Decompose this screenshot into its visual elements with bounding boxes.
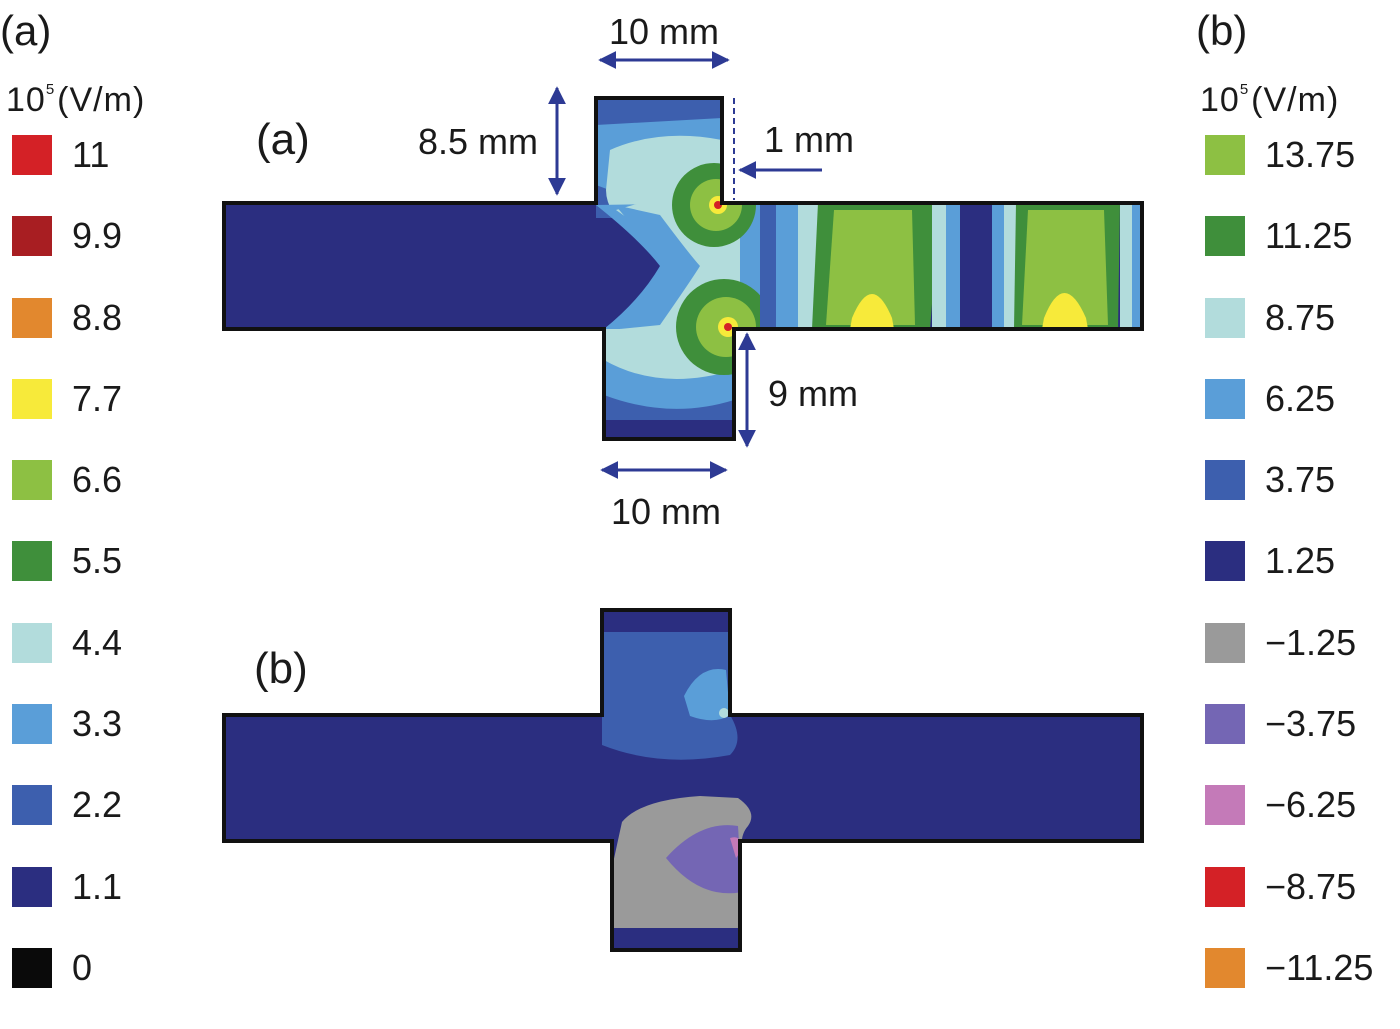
legend-swatch <box>12 297 52 338</box>
field-region <box>666 825 742 894</box>
left-panel-tag: (a) <box>0 7 52 54</box>
legend-swatch <box>1205 704 1245 745</box>
legend-label: 13.75 <box>1265 134 1356 175</box>
legend-swatch <box>12 541 52 582</box>
field-band <box>960 203 992 329</box>
legend-label: −1.25 <box>1265 621 1357 663</box>
field-region <box>604 420 734 439</box>
field-band <box>1120 203 1132 329</box>
legend-swatch <box>12 378 52 419</box>
legend-swatch <box>1205 866 1245 907</box>
diagram-a-tag: (a) <box>256 115 310 164</box>
legend-swatch <box>1205 541 1245 582</box>
field-region <box>602 632 738 760</box>
legend-label: 6.6 <box>72 459 123 501</box>
right-unit-exponent: 5 <box>1239 81 1250 98</box>
legend-label: 6.25 <box>1265 377 1336 419</box>
field-hotspot <box>724 323 732 331</box>
legend-swatch <box>1205 622 1245 663</box>
right-unit-base: 10 <box>1200 81 1240 119</box>
field-band <box>1132 203 1142 329</box>
diagram-a-outline <box>222 96 1144 441</box>
field-band <box>932 203 946 329</box>
legend-swatch <box>1205 135 1245 175</box>
legend-swatch <box>12 866 52 907</box>
legend-label: 3.3 <box>72 703 123 745</box>
field-hotspot <box>719 708 729 718</box>
right-unit-label: 105(V/m) <box>1200 82 1339 117</box>
field-band <box>776 203 798 329</box>
legend-label: 11.25 <box>1265 215 1353 257</box>
field-band <box>850 294 894 329</box>
legend-swatch <box>1205 378 1245 419</box>
field-band <box>760 203 776 329</box>
legend-swatch <box>12 135 52 175</box>
field-band <box>1042 293 1088 329</box>
right-unit-text: (V/m) <box>1251 81 1340 119</box>
field-band <box>946 203 960 329</box>
legend-label: 8.8 <box>72 296 123 338</box>
dim-top-height-label: 8.5 mm <box>418 121 538 162</box>
left-unit-text: (V/m) <box>57 81 146 119</box>
legend-label: 8.75 <box>1265 296 1336 338</box>
left-unit-base: 10 <box>6 81 46 119</box>
legend-swatch <box>12 460 52 501</box>
field-band <box>1004 203 1016 329</box>
legend-label: 1.25 <box>1265 540 1336 582</box>
legend-swatch <box>12 947 52 988</box>
legend-label: 0 <box>72 946 93 988</box>
legend-label: 4.4 <box>72 621 123 663</box>
legend-label: −11.25 <box>1265 946 1374 988</box>
legend-label: −6.25 <box>1265 784 1357 826</box>
legend-label: 11 <box>72 134 110 175</box>
field-region <box>612 928 740 950</box>
dim-bottom-width-label: 10 mm <box>611 491 721 532</box>
dim-bottom-height-label: 9 mm <box>768 373 858 414</box>
legend-label: 5.5 <box>72 540 123 582</box>
field-band <box>1022 210 1108 325</box>
diagram-b-outline <box>222 608 1144 952</box>
field-band <box>826 210 915 325</box>
left-unit-label: 105(V/m) <box>6 82 145 117</box>
legend-swatch <box>1205 297 1245 338</box>
dim-top-width-label: 10 mm <box>609 11 719 52</box>
right-panel-tag: (b) <box>1196 7 1248 54</box>
legend-swatch <box>12 785 52 826</box>
legend-label: 9.9 <box>72 215 123 257</box>
diagram-b-field-plot <box>224 610 1142 950</box>
field-band <box>798 203 818 329</box>
field-region <box>615 205 700 329</box>
field-band <box>992 203 1004 329</box>
legend-label: −8.75 <box>1265 865 1357 907</box>
legend-swatch <box>12 704 52 745</box>
legend-swatch <box>12 622 52 663</box>
dim-gap-label: 1 mm <box>764 119 854 160</box>
legend-label: 7.7 <box>72 377 123 419</box>
legend-swatch <box>1205 460 1245 501</box>
legend-swatch <box>1205 947 1245 988</box>
field-region <box>684 669 730 721</box>
legend-label: 3.75 <box>1265 459 1336 501</box>
left-unit-exponent: 5 <box>45 81 56 98</box>
legend-label: 2.2 <box>72 784 123 826</box>
legend-label: −3.75 <box>1265 703 1357 745</box>
diagram-b-tag: (b) <box>254 644 308 693</box>
legend-label: 1.1 <box>72 865 123 907</box>
field-distribution-figure: 10 mm 8.5 mm 1 mm 9 mm 10 mm (a) (b) <box>222 11 1144 952</box>
diagram-a-field-plot <box>224 98 1142 439</box>
legend-swatch <box>1205 216 1245 257</box>
legend-swatch <box>12 216 52 257</box>
legend-swatch <box>1205 785 1245 826</box>
